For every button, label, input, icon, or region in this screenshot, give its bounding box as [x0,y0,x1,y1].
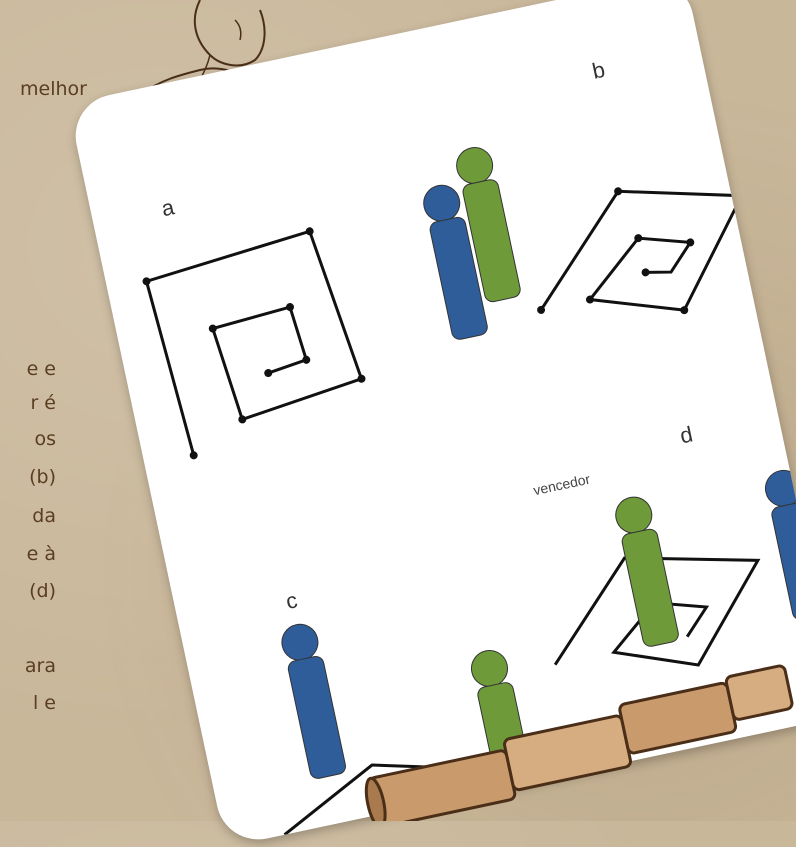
background-text-fragment: ara [25,655,56,677]
panel-d-blue-figure [762,467,796,621]
background-text-fragment: (b) [29,466,56,488]
winner-label: vencedor [532,471,592,499]
background-text-fragment: r é [30,392,56,414]
background-text-fragment: da [32,505,56,527]
background-text-fragment: os [34,428,56,450]
panel-d-green-figure [612,494,679,648]
panel-a-spiral [139,222,375,462]
panel-b-spiral [516,162,764,344]
background-text-fragment: (d) [29,580,56,602]
background-text-fragment: l e [33,692,56,714]
background-text-fragment: e e [27,358,56,380]
panel-c-blue-figure [279,621,347,780]
background-text-fragment: e à [27,543,56,565]
spyglass-icon [355,660,796,821]
background-word-melhor: melhor [20,78,87,100]
panel-label-c: c [284,587,300,614]
panel-label-a: a [159,194,177,221]
panel-label-b: b [590,57,607,84]
panel-label-d: d [678,421,695,448]
